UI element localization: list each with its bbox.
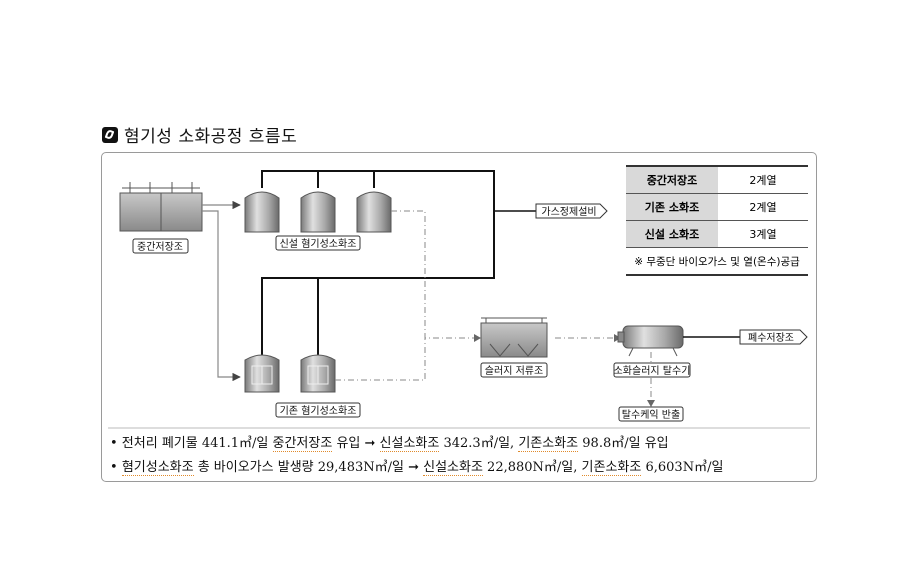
table-row: 중간저장조 2계열 xyxy=(626,165,808,193)
old-digester-1 xyxy=(244,354,280,393)
new-digesters-label: 신설 혐기성소화조 xyxy=(280,238,357,250)
bullet-term: 기존소화조 xyxy=(518,436,579,452)
diagram-title: 혐기성 소화공정 흐름도 xyxy=(102,122,297,147)
bullet-text: • xyxy=(110,460,122,475)
table-value: 3계열 xyxy=(749,228,777,241)
table-key: 기존 소화조 xyxy=(626,194,718,220)
bullet-2: • 혐기성소화조 총 바이오가스 발생량 29,483N㎥/일 ➞ 신설소화조 … xyxy=(110,456,723,480)
bullet-text: 22,880N㎥/일, xyxy=(482,460,582,475)
table-row: 기존 소화조 2계열 xyxy=(626,193,808,220)
summary-bullets: • 전처리 폐기물 441.1㎥/일 중간저장조 유입 ➞ 신설소화조 342.… xyxy=(110,432,723,480)
bullet-text: 98.8㎥/일 유입 xyxy=(578,436,669,451)
sludge-tank-label: 슬러지 저류조 xyxy=(485,365,543,377)
bullet-term: 기존소화조 xyxy=(581,460,642,476)
sludge-storage-tank xyxy=(480,317,548,358)
title-text: 혐기성 소화공정 흐름도 xyxy=(124,127,298,147)
dewatering-machine xyxy=(617,325,684,357)
storage-tank xyxy=(119,182,203,232)
bullet-term: 신설소화조 xyxy=(379,436,440,452)
table-note: ※ 무중단 바이오가스 및 열(온수)공급 xyxy=(626,247,808,276)
table-value: 2계열 xyxy=(749,201,777,214)
bullet-text: • 전처리 폐기물 441.1㎥/일 xyxy=(110,436,273,451)
table-value: 2계열 xyxy=(749,174,777,187)
bullet-1: • 전처리 폐기물 441.1㎥/일 중간저장조 유입 ➞ 신설소화조 342.… xyxy=(110,432,723,456)
storage-label: 중간저장조 xyxy=(137,241,183,253)
table-key: 중간저장조 xyxy=(626,167,718,193)
bullet-text: 342.3㎥/일, xyxy=(439,436,519,451)
new-digester-3 xyxy=(356,191,392,233)
bullet-term: 중간저장조 xyxy=(272,436,333,452)
diagram-frame xyxy=(101,152,817,482)
bullet-text: 6,603N㎥/일 xyxy=(641,460,724,475)
dewatering-label: 소화슬러지 탈수기 xyxy=(614,364,691,377)
bullet-text: 총 바이오가스 발생량 29,483N㎥/일 ➞ xyxy=(193,460,424,475)
table-row: 신설 소화조 3계열 xyxy=(626,220,808,247)
cake-label: 탈수케익 반출 xyxy=(622,408,680,421)
table-key: 신설 소화조 xyxy=(626,221,718,247)
leaf-icon xyxy=(102,126,118,143)
old-digester-2 xyxy=(300,354,336,393)
old-digesters-label: 기존 혐기성소화조 xyxy=(280,405,357,417)
wastewater-label: 폐수저장조 xyxy=(748,332,794,344)
bullet-term: 신설소화조 xyxy=(423,460,483,476)
bullet-term: 혐기성소화조 xyxy=(121,460,194,476)
new-digester-1 xyxy=(244,191,280,233)
gas-label: 가스정제설비 xyxy=(541,206,596,218)
capacity-table: 중간저장조 2계열 기존 소화조 2계열 신설 소화조 3계열 ※ 무중단 바이… xyxy=(626,165,808,276)
bullet-text: 유입 ➞ xyxy=(332,436,380,451)
new-digester-2 xyxy=(300,191,336,233)
